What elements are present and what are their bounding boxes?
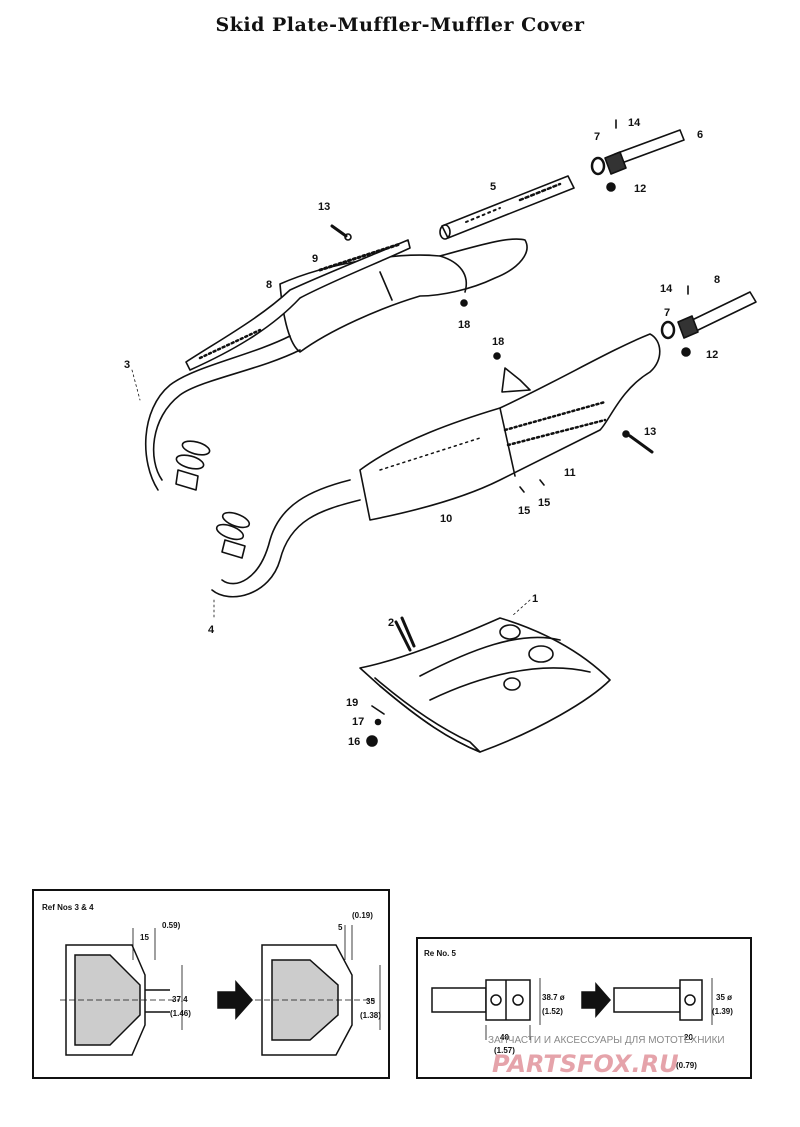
callout-11: 11 [564,467,576,479]
callout-8-upper: 8 [266,279,272,291]
dim-35-dia: 35 ø [716,993,732,1002]
callout-2: 2 [388,617,394,629]
part-5-perforated-tube [439,175,575,240]
dim-152: (1.52) [542,1007,563,1016]
callout-4: 4 [208,624,215,636]
dim-40: 40 [500,1033,509,1042]
part-3-exhaust-pipe [144,335,301,491]
dim-059: 0.59) [162,921,181,930]
callout-12-lower: 12 [706,349,718,361]
part-6-bolt [590,119,685,176]
callout-15-b: 15 [538,497,550,509]
dim-20: 20 [684,1033,693,1042]
part-1-skid-plate [359,616,611,753]
callout-5: 5 [490,181,496,193]
callout-8-lower: 8 [714,274,720,286]
part-8-lower-bolt [660,291,757,340]
dim-079: (0.79) [676,1061,697,1070]
callout-6: 6 [697,129,703,141]
part-10-lower-muffler [359,333,661,521]
callout-7-upper: 7 [594,131,600,143]
callout-12-upper: 12 [634,183,646,195]
dim-35: 35 [366,997,375,1006]
dim-15: 15 [140,933,149,942]
dim-5: 5 [338,923,343,932]
part-4-exhaust-pipe [211,479,361,598]
callout-1: 1 [532,593,538,605]
dim-019: (0.19) [352,911,373,920]
callout-19: 19 [346,697,358,709]
callout-13-lower: 13 [644,426,656,438]
callout-14-upper: 14 [628,117,641,129]
inset-ref-3-4: Ref Nos 3 & 4 15 0.59) 37.4 (1.46) (0.19… [32,889,390,1079]
callout-18-upper: 18 [458,319,470,331]
inset-ref-5: Re No. 5 38.7 ø (1.52) 40 (1.57) 35 ø (1… [416,937,752,1079]
dim-387: 38.7 ø [542,993,565,1002]
watermark-logo: PARTSFOX.RU [492,1050,679,1078]
callout-18-lower: 18 [492,336,504,348]
callout-7-lower: 7 [664,307,670,319]
watermark-tagline: ЗАПЧАСТИ И АКСЕССУАРЫ ДЛЯ МОТОТЕХНИКИ [488,1035,725,1046]
dim-146: (1.46) [170,1009,191,1018]
dim-374: 37.4 [172,995,188,1004]
page-title: Skid Plate-Muffler-Muffler Cover [215,14,585,36]
callout-15-a: 15 [518,505,530,517]
callout-10: 10 [440,513,452,525]
leader-lines [131,369,531,621]
callout-14-lower: 14 [660,283,673,295]
callout-3: 3 [124,359,130,371]
inset-right-title: Re No. 5 [424,949,457,958]
dim-157: (1.57) [494,1046,515,1055]
callout-13-upper: 13 [318,201,330,213]
dim-138: (1.38) [360,1011,381,1020]
part-9-heat-shield [185,239,411,371]
dim-139: (1.39) [712,1007,733,1016]
callout-17: 17 [352,716,364,728]
fasteners [330,182,691,493]
callout-16: 16 [348,736,360,748]
callout-9: 9 [312,253,318,265]
inset-left-title: Ref Nos 3 & 4 [42,903,94,912]
